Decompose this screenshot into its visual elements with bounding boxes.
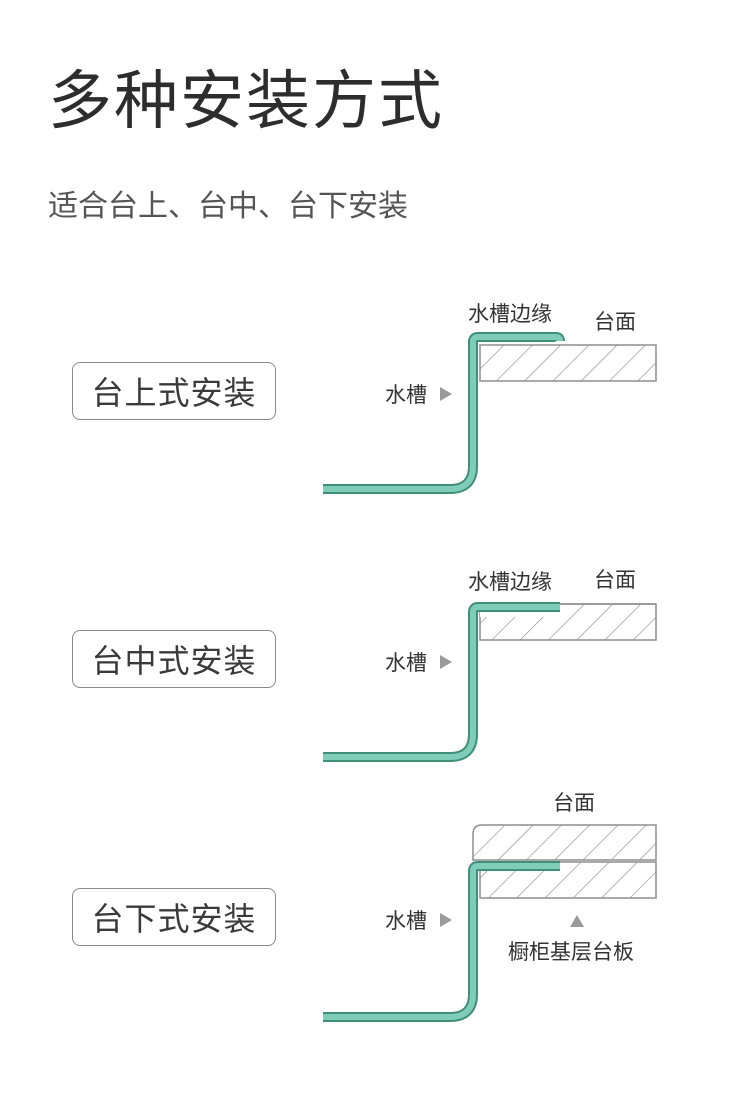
sink-rim-label: 水槽边缘	[468, 570, 552, 594]
sink-pointer-arrow	[440, 913, 452, 927]
sink-rim-label: 水槽边缘	[468, 302, 552, 326]
sink-label: 水槽	[385, 651, 427, 675]
cabinet-base-label: 橱柜基层台板	[508, 940, 634, 964]
page-title: 多种安装方式	[48, 65, 444, 139]
sink-label: 水槽	[385, 383, 427, 407]
sink-pointer-arrow	[440, 387, 452, 401]
sink-label: 水槽	[385, 909, 427, 933]
diagram-under-mount: 台面 水槽 橱柜基层台板	[323, 791, 657, 1022]
page-subtitle: 适合台上、台中、台下安装	[48, 189, 408, 224]
sink-pointer-arrow	[440, 655, 452, 669]
base-pointer-arrow	[570, 915, 584, 927]
countertop-label: 台面	[553, 791, 595, 815]
countertop-slab	[472, 824, 657, 861]
method-label-under-mount: 台下式安装	[72, 888, 276, 946]
method-label-flush-mount: 台中式安装	[72, 630, 276, 688]
diagram-top-mount: 水槽边缘 台面 水槽	[323, 302, 657, 494]
method-label-top-mount: 台上式安装	[72, 362, 276, 420]
countertop-label: 台面	[594, 310, 636, 334]
countertop-slab	[479, 344, 657, 382]
diagram-flush-mount: 水槽边缘 台面 水槽	[323, 568, 657, 762]
countertop-label: 台面	[594, 568, 636, 592]
